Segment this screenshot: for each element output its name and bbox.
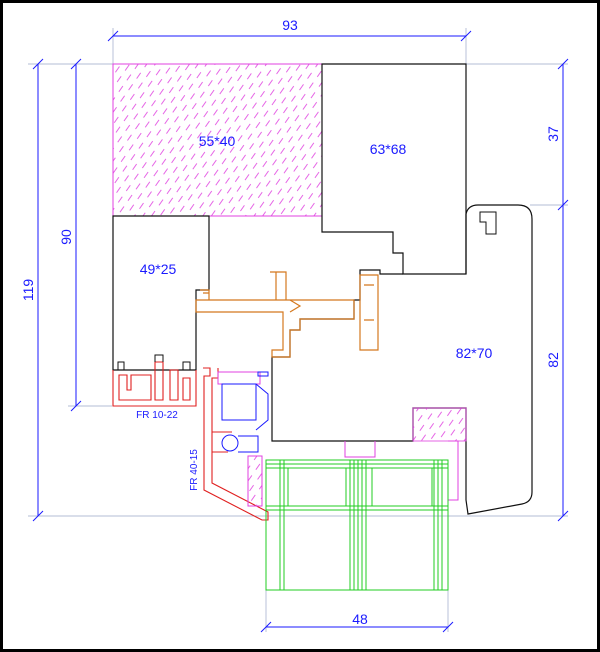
gasket-profile bbox=[195, 271, 379, 358]
label-fr-10-22: FR 10-22 bbox=[136, 410, 178, 421]
fr-40-15-profile bbox=[203, 367, 269, 521]
label-hatched-block: 55*40 bbox=[199, 133, 236, 149]
dimension-left-outer-height: 119 bbox=[20, 279, 36, 302]
dimension-right-bottom-height: 82 bbox=[545, 352, 561, 368]
glazing-unit bbox=[265, 459, 449, 591]
dimension-top-width: 93 bbox=[282, 17, 298, 33]
label-upper-right-block: 63*68 bbox=[370, 141, 407, 157]
label-main-block: 82*70 bbox=[456, 345, 493, 361]
hatched-block bbox=[112, 63, 323, 217]
dimension-bottom-width: 48 bbox=[352, 611, 368, 627]
left-block bbox=[112, 215, 210, 371]
left-block-inner bbox=[117, 354, 191, 370]
upper-right-block bbox=[321, 63, 467, 275]
fr-10-22-profile bbox=[112, 361, 197, 407]
label-left-block: 49*25 bbox=[140, 261, 177, 277]
dimension-lines bbox=[32, 30, 569, 633]
dimension-left-inner-height: 90 bbox=[58, 229, 74, 245]
bead-hatch bbox=[412, 407, 467, 442]
main-block-notch bbox=[479, 211, 497, 235]
fixing-parts bbox=[217, 371, 459, 507]
label-fr-40-15: FR 40-15 bbox=[189, 449, 200, 491]
dimension-right-top-height: 37 bbox=[545, 126, 561, 142]
